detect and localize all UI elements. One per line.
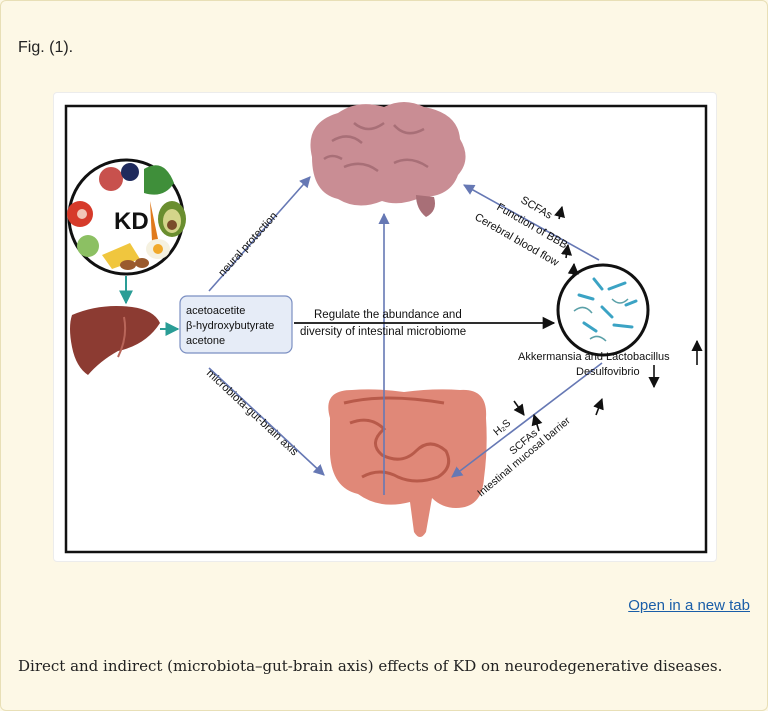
regulate-label-line2: diversity of intestinal microbiome xyxy=(300,326,466,338)
microbes-line1: Akkermansia and Lactobacillus xyxy=(518,351,670,363)
brain-icon xyxy=(310,102,466,217)
ketone-bodies-box xyxy=(179,295,293,354)
gut-effect-mucosal-barrier: Intestinal mucosal barrier xyxy=(475,414,573,499)
gut-effect-h2s: H₂S xyxy=(491,417,513,438)
ketone-item: acetoacetite xyxy=(186,305,245,317)
ketone-item: acetone xyxy=(186,335,225,347)
mgb-axis-label: microbiota-gut-brain axis xyxy=(204,367,301,458)
diagram-border xyxy=(64,104,708,554)
ketone-bodies-list: acetoacetite β-hydroxybutyrate acetone xyxy=(186,305,277,347)
regulate-label-line1: Regulate the abundance and xyxy=(314,309,462,321)
down-arrow-icon xyxy=(513,400,525,416)
microbiome-icon xyxy=(556,263,650,357)
up-arrow-icon xyxy=(531,413,543,432)
microbiome-to-gut-arrow xyxy=(451,362,603,478)
microbiome-to-brain-arrow xyxy=(463,184,600,261)
up-arrow-icon xyxy=(567,262,579,279)
food-plate-icon xyxy=(67,158,186,276)
figure-caption: Direct and indirect (microbiota–gut-brai… xyxy=(18,657,723,675)
ketone-item: β-hydroxybutyrate xyxy=(186,320,274,332)
intestine-icon xyxy=(328,389,487,537)
figure-label: Fig. (1). xyxy=(18,39,74,56)
up-arrow-icon xyxy=(554,205,565,220)
diagram-svg: KD acetoacetite β-hydroxybutyrate aceton… xyxy=(64,102,708,554)
kd-label: KD xyxy=(114,208,149,235)
up-arrow-icon xyxy=(593,397,604,416)
mgb-axis-arrow xyxy=(208,367,325,476)
open-in-new-tab-link[interactable]: Open in a new tab xyxy=(628,597,750,614)
neural-protection-label: neural protection xyxy=(216,210,280,279)
neural-protection-arrow xyxy=(208,176,311,292)
microbes-line2: Desulfovibrio xyxy=(576,366,640,378)
up-arrow-icon xyxy=(560,243,573,259)
liver-icon xyxy=(70,306,160,375)
figure-image: KD acetoacetite β-hydroxybutyrate aceton… xyxy=(53,92,717,562)
